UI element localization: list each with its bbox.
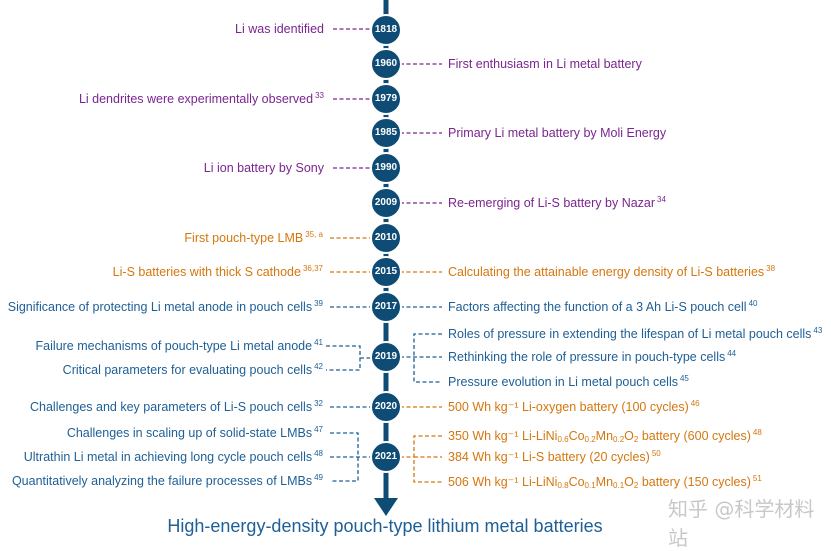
year-node-2015: 2015	[370, 256, 402, 288]
event-label: Li dendrites were experimentally observe…	[78, 91, 324, 107]
event-ref: 32	[314, 399, 323, 408]
year-node-1818: 1818	[370, 14, 402, 46]
event-ref: 49	[314, 473, 323, 482]
event-ref: 39	[314, 299, 323, 308]
year-node-1985: 1985	[370, 117, 402, 149]
event-label: 350 Wh kg⁻¹ Li-LiNi0.6Co0.2Mn0.2O2 batte…	[448, 428, 762, 444]
event-ref: 33	[315, 91, 324, 100]
event-label: 384 Wh kg⁻¹ Li-S battery (20 cycles)50	[448, 449, 661, 465]
year-node-2020: 2020	[370, 391, 402, 423]
event-label: 500 Wh kg⁻¹ Li-oxygen battery (100 cycle…	[448, 399, 700, 415]
event-label: First enthusiasm in Li metal battery	[448, 57, 642, 71]
event-ref: 48	[314, 449, 323, 458]
event-ref: 44	[727, 349, 737, 358]
event-ref: 47	[314, 425, 323, 434]
event-ref: 42	[314, 362, 323, 371]
event-ref: 35, a	[305, 230, 323, 239]
year-node-2009: 2009	[370, 187, 402, 219]
year-node-2010: 2010	[370, 222, 402, 254]
event-ref: 36,37	[302, 264, 323, 273]
event-ref: 34	[657, 195, 666, 204]
event-label: Primary Li metal battery by Moli Energy	[448, 126, 667, 140]
event-ref: 41	[314, 338, 323, 347]
formula-text: 350 Wh kg⁻¹ Li-LiNi0.6Co0.2Mn0.2O2 batte…	[448, 429, 751, 444]
event-ref: 43	[813, 326, 823, 335]
year-node-2017: 2017	[370, 291, 402, 323]
event-label: Significance of protecting Li metal anod…	[7, 299, 323, 315]
year-node-2021: 2021	[370, 441, 402, 473]
diagram-caption: High-energy-density pouch-type lithium m…	[167, 516, 603, 536]
event-label: Li was identified	[235, 22, 324, 36]
year-node-1960: 1960	[370, 48, 402, 80]
event-ref: 38	[766, 264, 776, 273]
year-node-1990: 1990	[370, 152, 402, 184]
event-label: Li ion battery by Sony	[203, 161, 324, 175]
event-ref: 40	[748, 299, 758, 308]
event-ref: 45	[679, 374, 689, 383]
event-label: Pressure evolution in Li metal pouch cel…	[448, 374, 689, 390]
event-ref: 48	[752, 428, 762, 437]
event-label: Challenges and key parameters of Li-S po…	[29, 399, 323, 415]
event-label: Quantitatively analyzing the failure pro…	[11, 473, 323, 489]
event-ref: 50	[651, 449, 661, 458]
event-label: Critical parameters for evaluating pouch…	[62, 362, 323, 378]
event-label: Challenges in scaling up of solid-state …	[66, 425, 323, 441]
event-label: Failure mechanisms of pouch-type Li meta…	[35, 338, 323, 354]
event-label: Calculating the attainable energy densit…	[448, 264, 776, 280]
formula-text: 506 Wh kg⁻¹ Li-LiNi0.8Co0.1Mn0.1O2 batte…	[448, 475, 751, 490]
year-node-1979: 1979	[370, 83, 402, 115]
event-ref: 51	[752, 474, 762, 483]
watermark: 知乎 @科学材料站	[668, 497, 815, 550]
event-label: Rethinking the role of pressure in pouch…	[448, 349, 737, 365]
event-label: Roles of pressure in extending the lifes…	[448, 326, 823, 342]
event-label: Ultrathin Li metal in achieving long cyc…	[23, 449, 323, 465]
event-label: 506 Wh kg⁻¹ Li-LiNi0.8Co0.1Mn0.1O2 batte…	[448, 474, 762, 490]
year-node-2019: 2019	[370, 341, 402, 373]
event-label: Factors affecting the function of a 3 Ah…	[448, 299, 758, 315]
event-ref: 46	[690, 399, 700, 408]
timeline-arrowhead	[374, 498, 398, 516]
